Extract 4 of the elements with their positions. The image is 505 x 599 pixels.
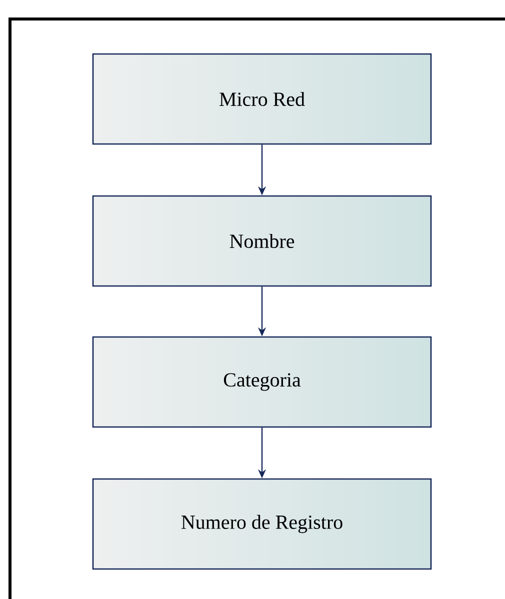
process-box: Micro Red [92,53,432,145]
process-box: Numero de Registro [92,478,432,570]
process-box: Nombre [92,195,432,287]
process-box: Categoria [92,336,432,428]
